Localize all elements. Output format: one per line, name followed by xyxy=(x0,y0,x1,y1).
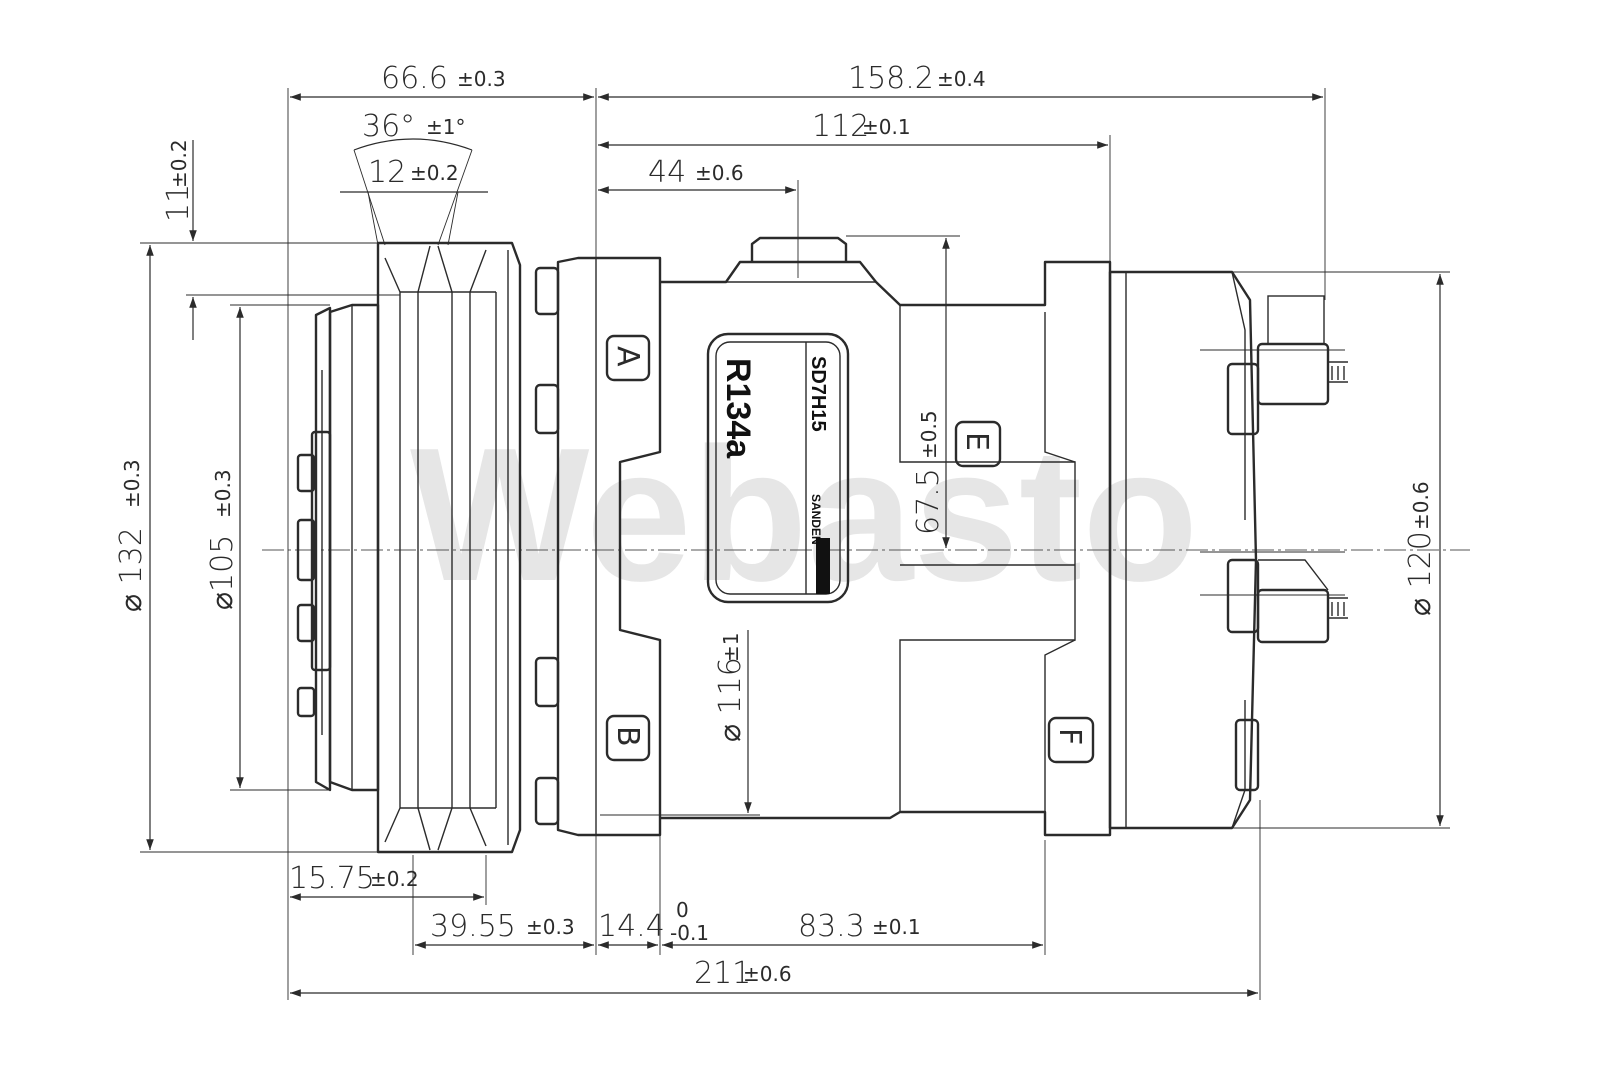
dim-66-6-tol: ±0.3 xyxy=(457,67,506,91)
brand-label: SANDEN xyxy=(809,494,823,545)
service-port-top xyxy=(1226,295,1348,436)
dim-66-6-value: 66.6 xyxy=(381,61,448,96)
dimension-labels: 66.6 ±0.3 158.2 ±0.4 36° ±1° 112 ±0.1 12… xyxy=(114,61,1438,991)
dim-44-tol: ±0.6 xyxy=(695,161,744,185)
clutch-hub xyxy=(296,303,380,792)
dim-83-3-value: 83.3 xyxy=(798,909,865,944)
dim-105-value: ⌀105 xyxy=(205,535,240,610)
refrigerant-label: R134a xyxy=(719,358,757,459)
dim-15-75-value: 15.75 xyxy=(289,861,375,896)
dim-112-tol: ±0.1 xyxy=(862,115,911,139)
dim-116-tol: ±1 xyxy=(719,633,743,662)
dim-14-4-tol-lower: -0.1 xyxy=(670,921,709,945)
dimension-lines xyxy=(146,93,1444,997)
dim-36deg-tol: ±1° xyxy=(426,115,465,139)
port-label-a: A xyxy=(610,346,645,367)
dim-15-75-tol: ±0.2 xyxy=(370,867,419,891)
dim-120-value: ⌀ 120 xyxy=(1403,531,1438,616)
dim-44-value: 44 xyxy=(648,155,686,190)
dim-158-2-value: 158.2 xyxy=(848,61,934,96)
dim-11-tol: ±0.2 xyxy=(167,139,191,188)
port-labels: A B E F xyxy=(610,346,1087,747)
dim-39-55-tol: ±0.3 xyxy=(526,915,575,939)
rear-fitting xyxy=(1234,718,1260,792)
port-label-b: B xyxy=(610,726,645,747)
watermark: Webasto xyxy=(410,409,1198,621)
dim-120-tol: ±0.6 xyxy=(1409,481,1433,530)
dim-116-value: ⌀ 116 xyxy=(713,657,748,742)
dim-211-value: 211 xyxy=(694,956,751,991)
dim-12-value: 12 xyxy=(368,155,406,190)
dim-14-4-tol-upper: 0 xyxy=(676,898,689,922)
port-label-e: E xyxy=(959,432,994,451)
model-label: SD7H15 xyxy=(807,356,829,432)
dim-105-tol: ±0.3 xyxy=(211,469,235,518)
dim-132-tol: ±0.3 xyxy=(120,459,144,508)
nameplate-text: R134a SD7H15 SANDEN xyxy=(719,356,829,545)
dim-12-tol: ±0.2 xyxy=(410,161,459,185)
dim-39-55-value: 39.55 xyxy=(430,909,516,944)
dim-67-5-value: 67.5 xyxy=(911,468,946,535)
dim-36deg-value: 36° xyxy=(362,109,415,144)
dim-132-value: ⌀ 132 xyxy=(114,527,149,612)
nameplate xyxy=(706,332,850,604)
service-port-bottom xyxy=(1226,558,1348,644)
port-label-f: F xyxy=(1052,728,1087,745)
dim-11-value: 11 xyxy=(161,184,196,222)
dim-83-3-tol: ±0.1 xyxy=(872,915,921,939)
dim-211-tol: ±0.6 xyxy=(743,962,792,986)
extension-lines xyxy=(140,88,1450,1000)
dim-112-value: 112 xyxy=(812,109,869,144)
dim-67-5-tol: ±0.5 xyxy=(917,410,941,459)
dim-158-2-tol: ±0.4 xyxy=(937,67,986,91)
dim-14-4-value: 14.4 xyxy=(598,909,665,944)
pulley xyxy=(376,241,522,854)
compressor-body xyxy=(660,236,1112,837)
